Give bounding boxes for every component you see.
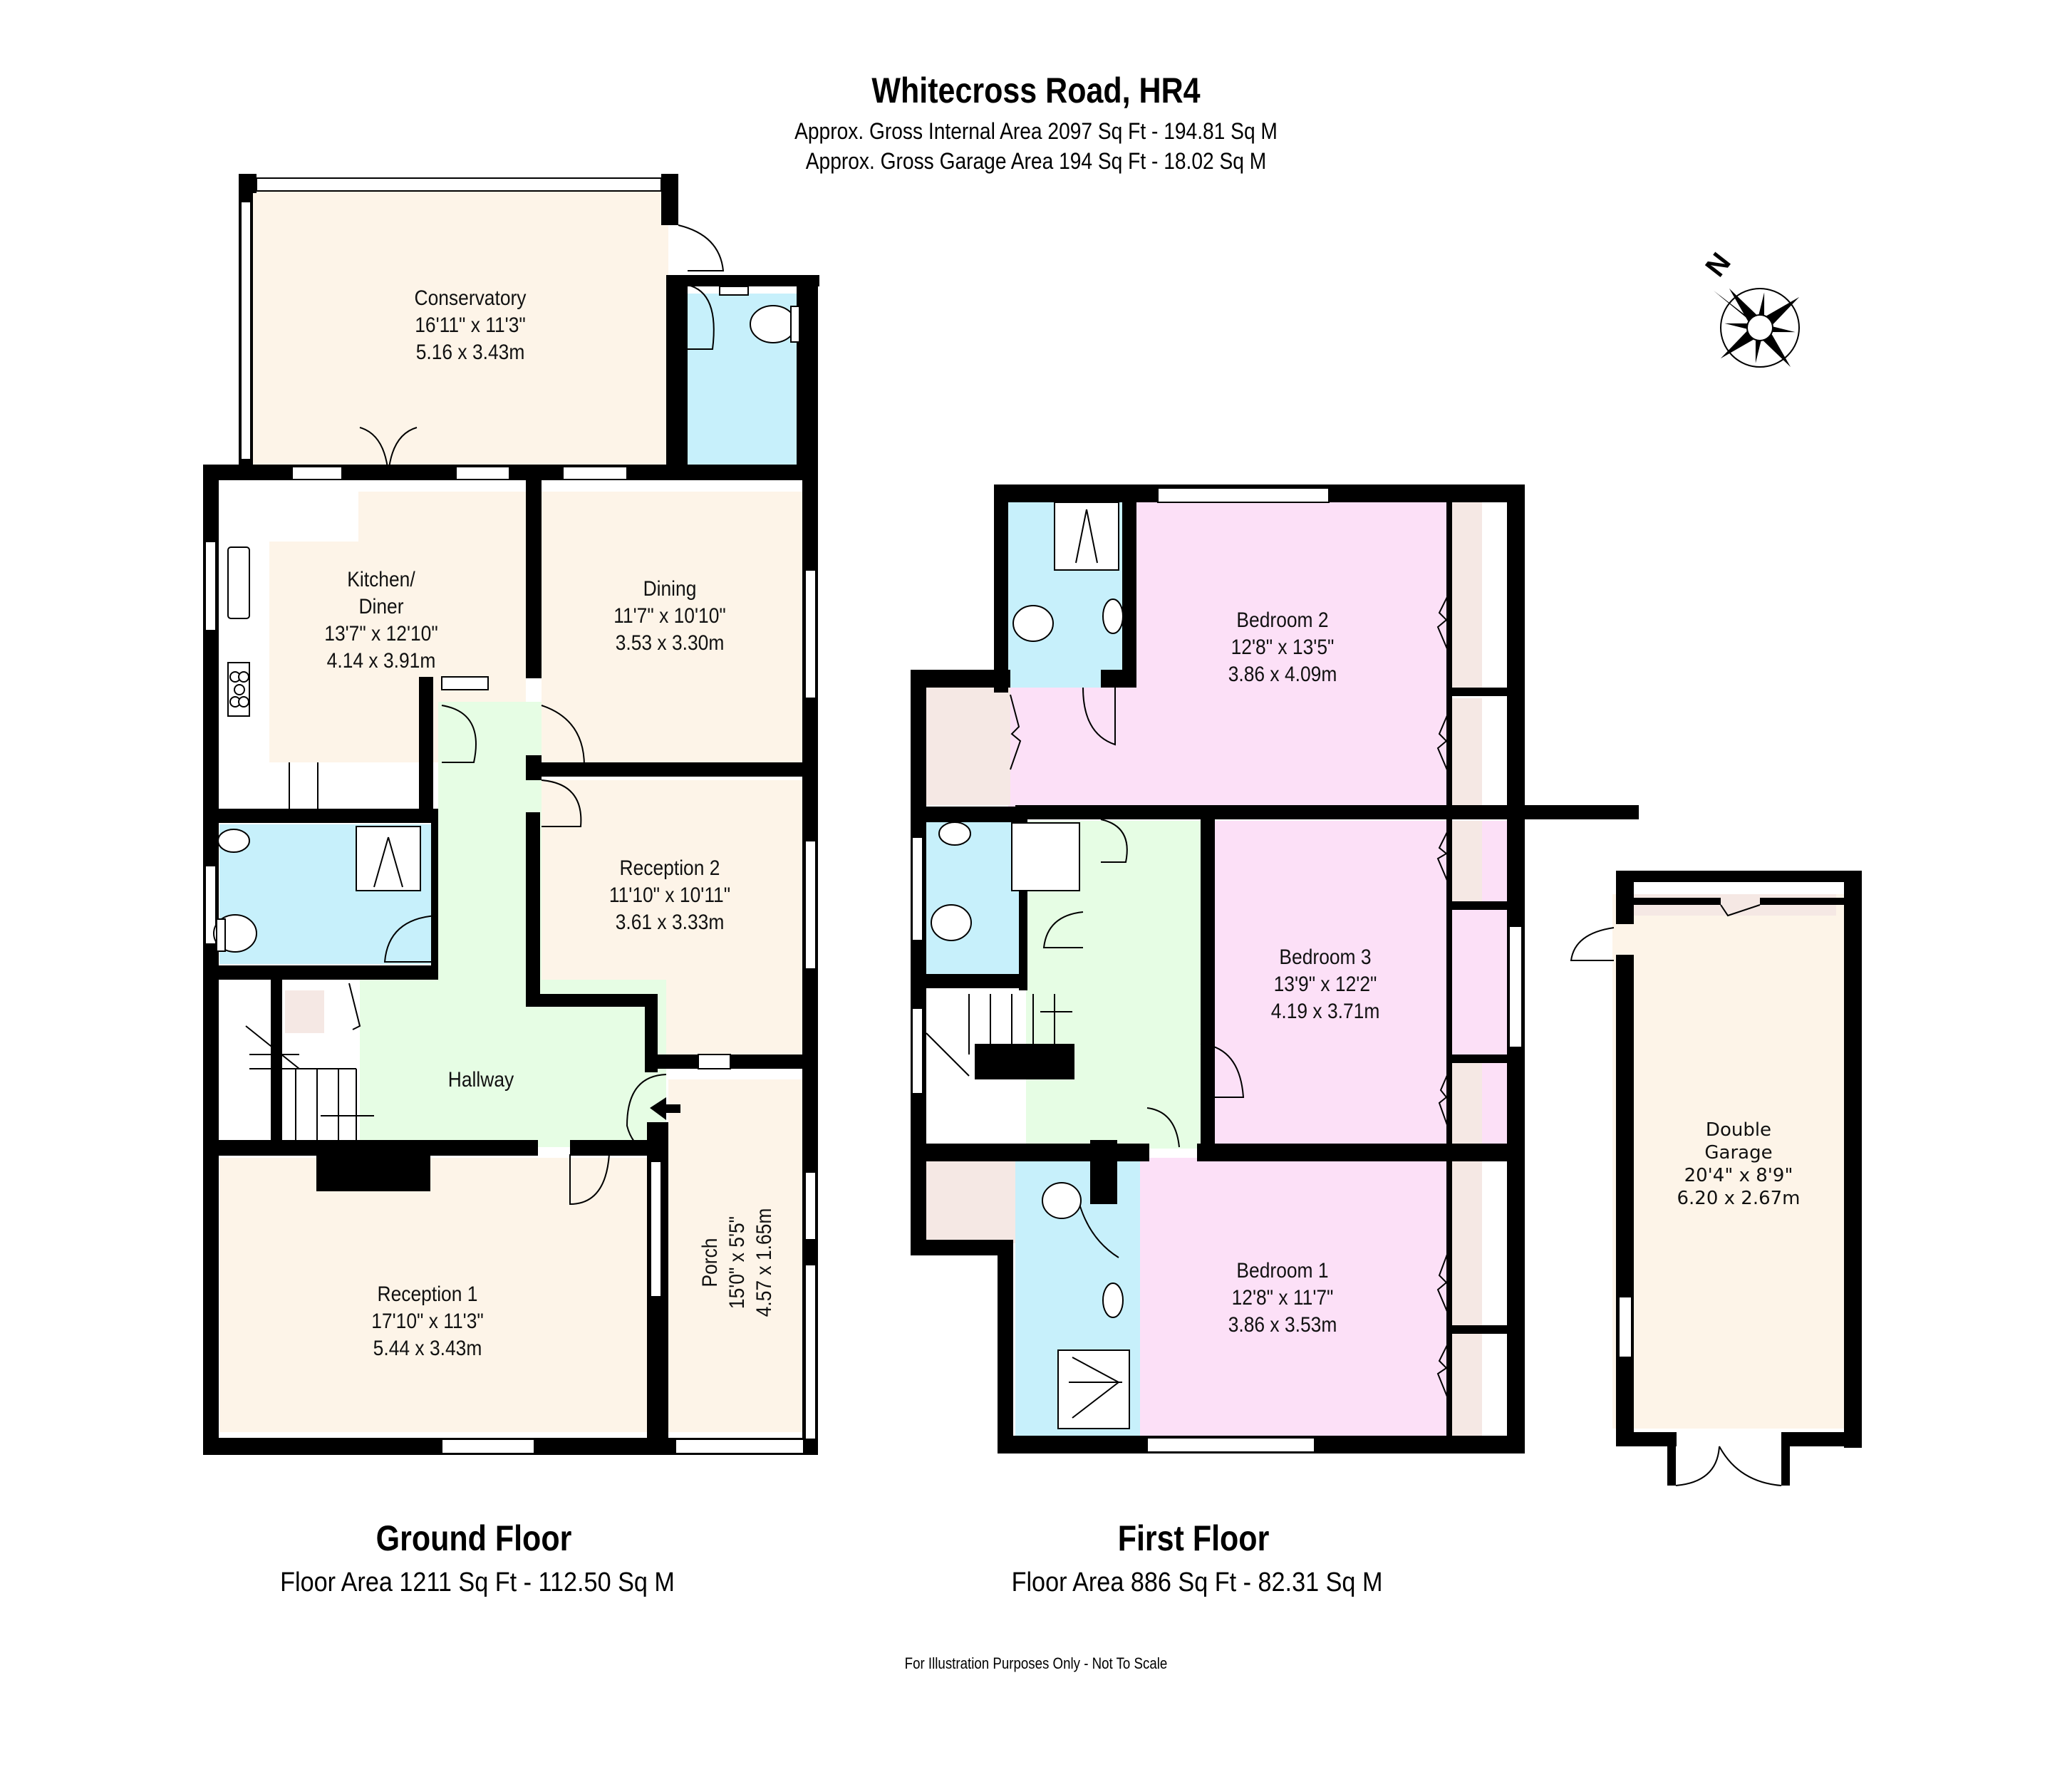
porch-fill	[668, 1079, 802, 1432]
gf-cupboard	[285, 990, 324, 1033]
room-label-hallway: Hallway	[447, 1068, 514, 1092]
first-floor-plan	[911, 484, 1639, 1454]
ground-floor-plan	[203, 174, 819, 1455]
dining-fill	[542, 492, 804, 766]
kitchen-units	[219, 762, 419, 809]
garage-plan	[1570, 871, 1862, 1486]
kitchen-worktop	[219, 492, 269, 762]
first-floor-area: Floor Area 886 Sq Ft - 82.31 Sq M	[1011, 1568, 1383, 1597]
garage-fill	[1612, 894, 1862, 1429]
first-floor-title: First Floor	[1117, 1518, 1270, 1558]
compass-rose-icon	[1714, 288, 1800, 368]
ground-floor-area: Floor Area 1211 Sq Ft - 112.50 Sq M	[280, 1568, 675, 1597]
gross-internal-area: Approx. Gross Internal Area 2097 Sq Ft -…	[794, 118, 1278, 144]
north-label: N	[1699, 247, 1736, 283]
bedroom1-fill	[1140, 1158, 1450, 1436]
gross-garage-area: Approx. Gross Garage Area 194 Sq Ft - 18…	[805, 148, 1267, 174]
bedroom2-fill	[1136, 499, 1446, 809]
ground-floor-title: Ground Floor	[375, 1518, 572, 1558]
ff-cupboard-left	[926, 688, 1010, 805]
disclaimer: For Illustration Purposes Only - Not To …	[904, 1654, 1168, 1672]
conservatory-fill	[253, 191, 668, 467]
ff-shower-room-fill	[926, 821, 1019, 974]
property-title: Whitecross Road, HR4	[871, 71, 1201, 110]
